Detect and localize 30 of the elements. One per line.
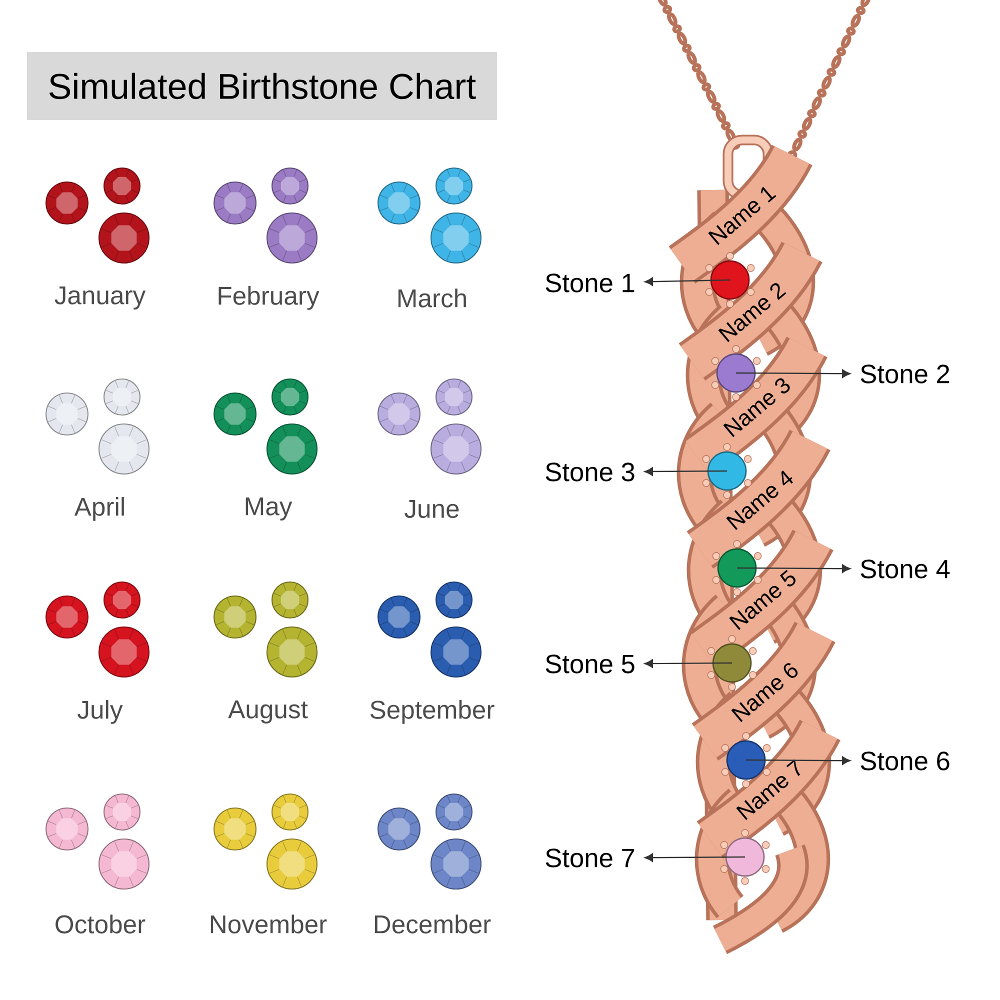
leader-arrow	[644, 277, 730, 286]
gem	[725, 837, 765, 877]
month-label: June	[404, 500, 459, 518]
gem	[710, 260, 750, 300]
month-label: November	[210, 914, 327, 934]
leader-arrow	[746, 756, 851, 765]
leader-arrow	[737, 564, 851, 573]
stone-label: Stone 4	[860, 560, 950, 578]
stone-label: Stone 6	[860, 752, 950, 770]
month-label: March	[398, 288, 466, 308]
month-label: February	[218, 286, 320, 310]
stone-label: Stone 1	[546, 274, 634, 292]
month-label: October	[56, 914, 146, 934]
month-label: August	[228, 700, 308, 724]
month-label: July	[78, 700, 123, 724]
leader-arrow	[644, 853, 746, 862]
month-label: September	[370, 700, 494, 724]
month-label: January	[54, 286, 146, 310]
month-label: April	[74, 497, 124, 521]
leader-arrow	[644, 659, 732, 668]
gem	[716, 353, 756, 393]
month-label: May	[246, 498, 292, 520]
title-box: Simulated Birthstone Chart	[27, 52, 497, 120]
leader-arrow	[736, 369, 851, 378]
stone-label: Stone 5	[546, 654, 634, 674]
month-label: December	[374, 914, 491, 934]
stone-label: Stone 7	[546, 848, 634, 868]
leader-arrow	[644, 467, 728, 476]
stone-label: Stone 3	[546, 462, 634, 482]
stone-label: Stone 2	[860, 364, 950, 384]
